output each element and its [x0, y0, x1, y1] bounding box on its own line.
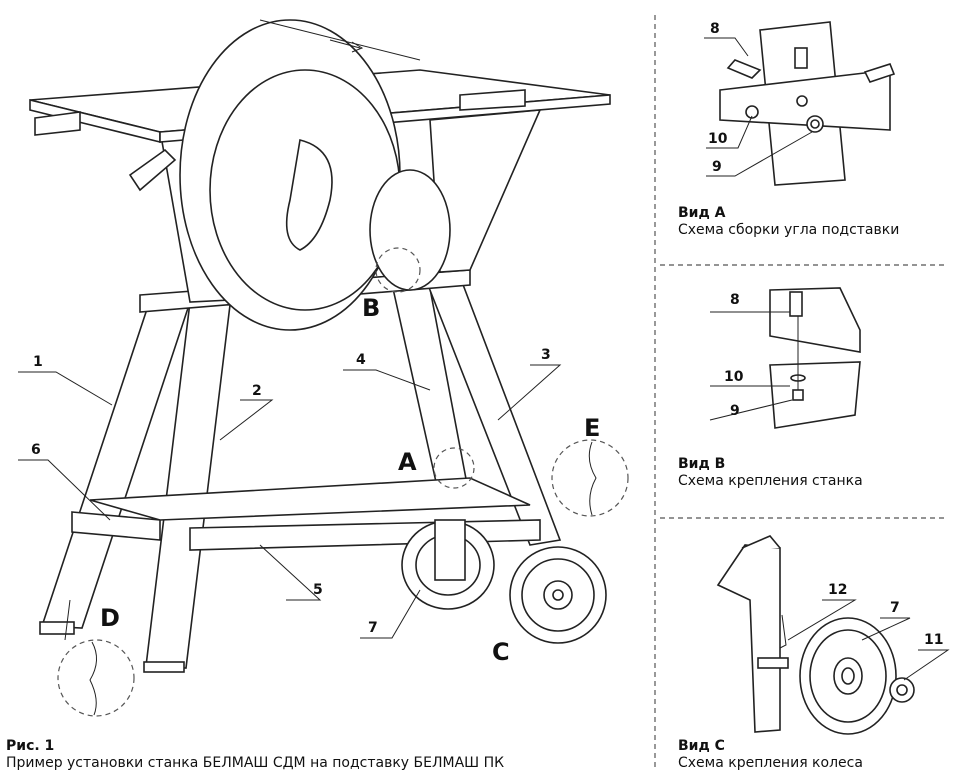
view-c-description: Схема крепления колеса — [678, 755, 863, 771]
figure-description: Пример установки станка БЕЛМАШ СДМ на по… — [6, 755, 505, 771]
motor — [369, 169, 451, 291]
wheel-rear — [401, 519, 495, 610]
view-b-part-9: 9 — [730, 403, 740, 419]
label-part-4: 4 — [356, 352, 366, 368]
label-view-e: E — [584, 414, 600, 442]
view-b-description: Схема крепления станка — [678, 473, 863, 489]
view-a-part-10: 10 — [708, 131, 728, 147]
figure-caption: Рис. 1 Пример установки станка БЕЛМАШ СД… — [6, 738, 504, 772]
view-a-caption: Вид А Схема сборки угла подставки — [678, 205, 899, 239]
view-c-part-11: 11 — [924, 632, 943, 648]
detail-circle-b — [375, 247, 421, 293]
figure-title: Рис. 1 — [6, 738, 55, 754]
wheel-7 — [509, 546, 607, 644]
view-c-caption: Вид С Схема крепления колеса — [678, 738, 863, 772]
view-b-title: Вид В — [678, 456, 726, 472]
detail-circle-d — [57, 639, 135, 717]
label-part-1: 1 — [33, 354, 43, 370]
label-view-d: D — [100, 604, 120, 632]
view-b-part-8: 8 — [730, 292, 740, 308]
crossbar-6 — [71, 511, 161, 541]
view-b-caption: Вид В Схема крепления станка — [678, 456, 863, 490]
label-view-a: A — [398, 448, 417, 476]
detail-circle-e — [551, 439, 629, 517]
view-a-drawing — [704, 21, 896, 186]
label-part-5: 5 — [313, 582, 323, 598]
label-view-b: B — [362, 294, 380, 322]
saw-stand-drawing — [18, 19, 629, 717]
view-c-title: Вид С — [678, 738, 725, 754]
detail-circle-a — [433, 447, 475, 489]
label-view-c: C — [492, 638, 510, 666]
label-part-6: 6 — [31, 442, 41, 458]
label-part-3: 3 — [541, 347, 551, 363]
view-c-part-7: 7 — [890, 600, 900, 616]
view-a-description: Схема сборки угла подставки — [678, 222, 900, 238]
label-part-2: 2 — [252, 383, 262, 399]
label-part-7: 7 — [368, 620, 378, 636]
view-c-part-12: 12 — [828, 582, 847, 598]
view-a-title: Вид А — [678, 205, 726, 221]
view-b-part-10: 10 — [724, 369, 744, 385]
view-b-drawing — [709, 287, 861, 429]
view-a-part-8: 8 — [710, 21, 720, 37]
view-c-drawing — [716, 535, 950, 735]
view-a-part-9: 9 — [712, 159, 722, 175]
